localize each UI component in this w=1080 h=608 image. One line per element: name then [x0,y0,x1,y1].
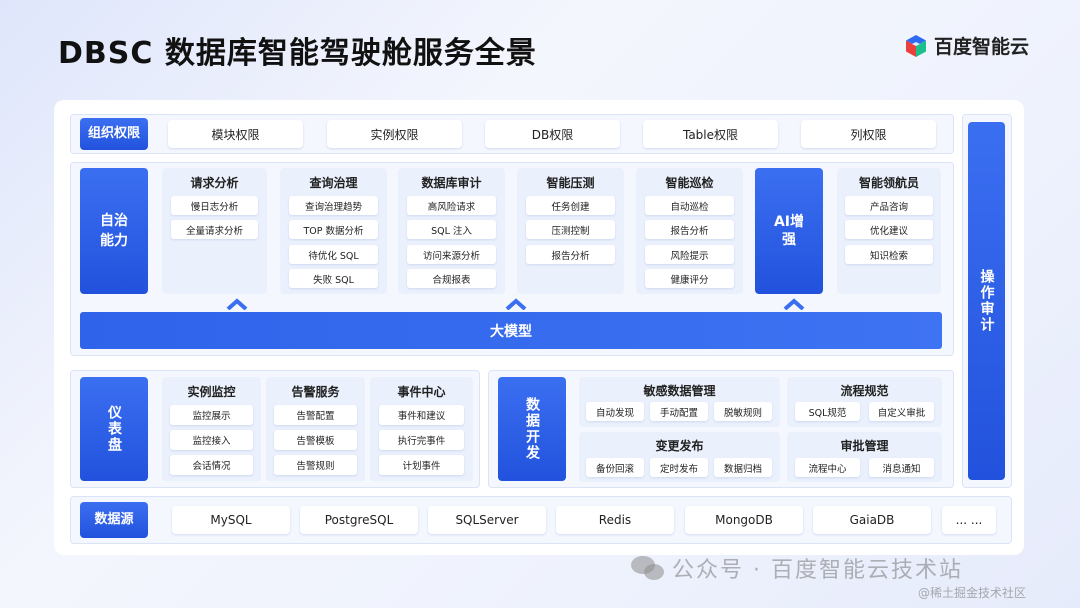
feature-chip: 监控接入 [170,430,253,450]
feature-chip: 自动巡检 [645,196,734,215]
datasource-label: 数据源 [80,502,148,538]
autonomy-column: 智能巡检 自动巡检 报告分析 风险提示 健康评分 [636,168,743,294]
feature-chip: 产品咨询 [845,196,933,215]
column-title: 实例监控 [187,385,236,399]
feature-chip: 备份回滚 [586,458,644,477]
group-title: 变更发布 [655,439,704,453]
dashboard-column: 事件中心 事件和建议 执行完事件 计划事件 [370,377,473,481]
feature-chip: 报告分析 [526,245,615,264]
group-title: 流程规范 [840,384,889,398]
feature-chip: 监控展示 [170,405,253,425]
column-title: 智能压测 [546,176,595,190]
datasource-item: MySQL [172,506,290,534]
autonomy-column: 查询治理 查询治理趋势 TOP 数据分析 待优化 SQL 失败 SQL [280,168,387,294]
chevron-up-icon [505,298,527,310]
permission-item: DB权限 [485,120,620,148]
permission-item: 模块权限 [168,120,303,148]
datasource-item: ... ... [942,506,996,534]
feature-chip: 查询治理趋势 [289,196,378,215]
feature-chip: 访问来源分析 [407,245,496,264]
feature-chip: 健康评分 [645,269,734,288]
feature-chip: 失败 SQL [289,269,378,288]
audit-label: 操作审计 [968,122,1005,480]
feature-chip: 慢日志分析 [171,196,258,215]
wechat-icon [631,556,664,580]
column-title: 事件中心 [397,385,446,399]
feature-chip: 全量请求分析 [171,220,258,239]
datasource-item: GaiaDB [813,506,931,534]
feature-chip: TOP 数据分析 [289,220,378,239]
logo: 百度智能云 [904,32,1029,59]
feature-chip: SQL规范 [795,402,860,421]
datasource-item: SQLServer [428,506,546,534]
baidu-cloud-cube-icon [906,34,926,57]
autonomy-column: 数据库审计 高风险请求 SQL 注入 访问来源分析 合规报表 [398,168,505,294]
autonomy-label: 自治能力 [80,168,148,294]
large-model-bar: 大模型 [80,312,942,349]
permission-item: 实例权限 [327,120,462,148]
feature-chip: 事件和建议 [379,405,464,425]
column-title: 数据库审计 [421,176,482,190]
ai-enhance-label: AI增强 [755,168,823,294]
chevron-up-icon [783,298,805,310]
dashboard-label: 仪表盘 [80,377,148,481]
devops-group: 审批管理 流程中心 消息通知 [787,432,942,482]
feature-chip: 待优化 SQL [289,245,378,264]
datasource-item: MongoDB [685,506,803,534]
feature-chip: 告警配置 [274,405,357,425]
autonomy-column: 请求分析 慢日志分析 全量请求分析 [162,168,267,294]
column-title: 智能领航员 [858,176,919,190]
feature-chip: 数据归档 [714,458,772,477]
feature-chip: 执行完事件 [379,430,464,450]
permission-item: Table权限 [643,120,778,148]
feature-chip: 知识检索 [845,245,933,264]
feature-chip: 消息通知 [869,458,934,477]
autonomy-column: 智能压测 任务创建 压测控制 报告分析 [517,168,624,294]
permission-item: 列权限 [801,120,936,148]
feature-chip: 手动配置 [650,402,708,421]
feature-chip: 压测控制 [526,220,615,239]
devops-label: 数据开发 [498,377,566,481]
column-title: 请求分析 [190,176,239,190]
feature-chip: 告警规则 [274,455,357,475]
devops-group: 流程规范 SQL规范 自定义审批 [787,377,942,427]
feature-chip: 风险提示 [645,245,734,264]
feature-chip: 计划事件 [379,455,464,475]
column-title: 查询治理 [309,176,358,190]
feature-chip: 定时发布 [650,458,708,477]
permissions-label: 组织权限 [80,118,148,150]
pilot-column: 智能领航员 产品咨询 优化建议 知识检索 [837,168,941,294]
feature-chip: 会话情况 [170,455,253,475]
logo-text: 百度智能云 [934,36,1030,58]
feature-chip: 自动发现 [586,402,644,421]
feature-chip: 合规报表 [407,269,496,288]
dashboard-column: 告警服务 告警配置 告警模板 告警规则 [266,377,365,481]
column-title: 智能巡检 [665,176,714,190]
feature-chip: 告警模板 [274,430,357,450]
feature-chip: 自定义审批 [869,402,934,421]
column-title: 告警服务 [291,385,340,399]
devops-group: 变更发布 备份回滚 定时发布 数据归档 [579,432,780,482]
devops-group: 敏感数据管理 自动发现 手动配置 脱敏规则 [579,377,780,427]
watermark-sub: @稀土掘金技术社区 [918,586,1027,600]
feature-chip: 脱敏规则 [714,402,772,421]
feature-chip: 高风险请求 [407,196,496,215]
group-title: 审批管理 [840,439,889,453]
dashboard-column: 实例监控 监控展示 监控接入 会话情况 [162,377,261,481]
feature-chip: 任务创建 [526,196,615,215]
group-title: 敏感数据管理 [643,384,716,398]
datasource-item: Redis [556,506,674,534]
datasource-item: PostgreSQL [300,506,418,534]
feature-chip: SQL 注入 [407,220,496,239]
feature-chip: 优化建议 [845,220,933,239]
feature-chip: 报告分析 [645,220,734,239]
page-title: DBSC 数据库智能驾驶舱服务全景 [58,36,537,71]
feature-chip: 流程中心 [795,458,860,477]
watermark-main: 公众号 · 百度智能云技术站 [672,558,963,583]
chevron-up-icon [226,298,248,310]
